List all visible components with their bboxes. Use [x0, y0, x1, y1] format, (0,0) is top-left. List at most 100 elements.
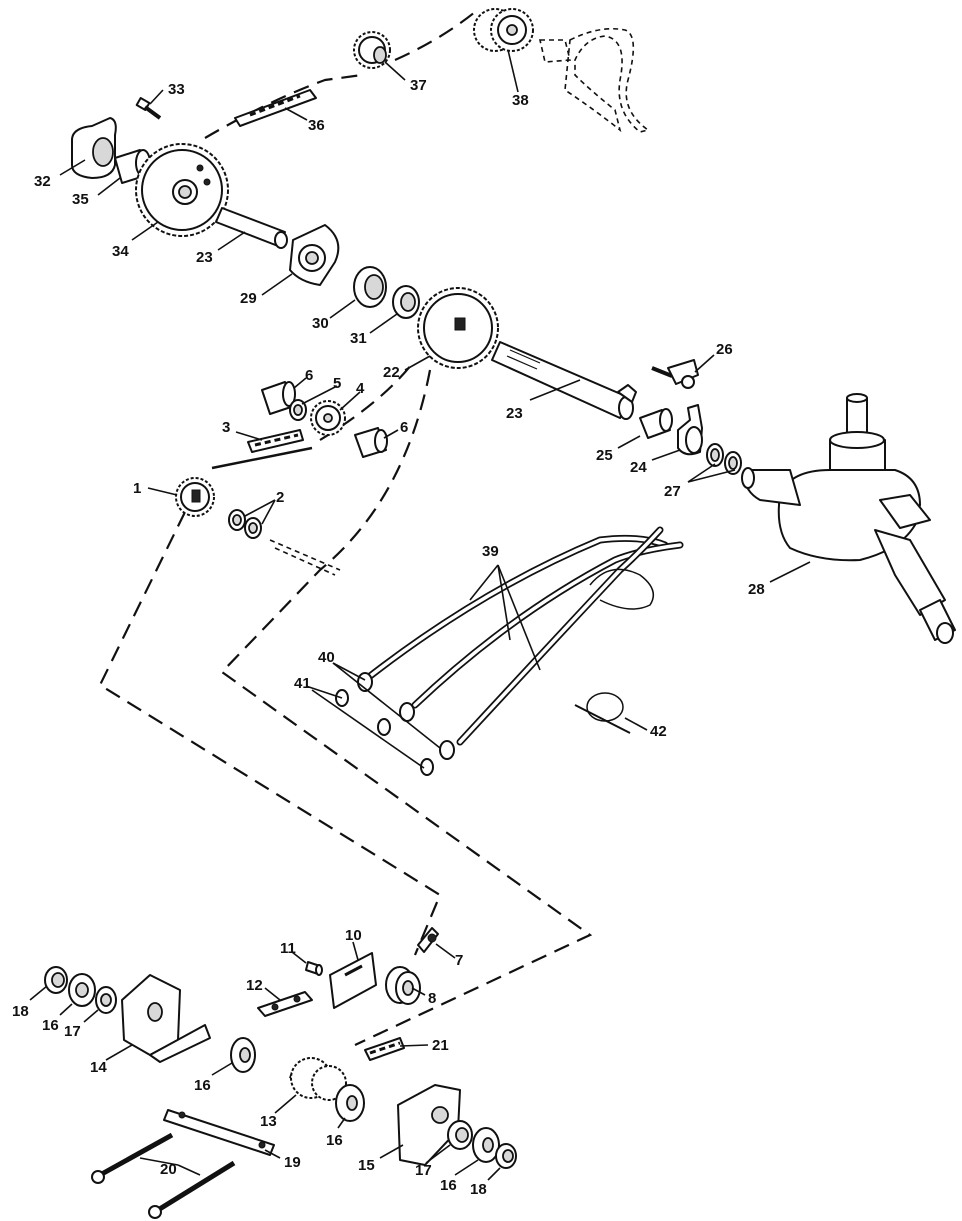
label-23: 23	[506, 405, 523, 422]
bearing-17-right	[447, 1120, 473, 1150]
label-25: 25	[596, 447, 613, 464]
washers-2	[228, 509, 262, 539]
label-40: 40	[318, 649, 335, 666]
label-28: 28	[748, 581, 765, 598]
label-35: 35	[72, 191, 89, 208]
gearbox-28	[741, 393, 956, 644]
label-12: 12	[246, 977, 263, 994]
label-6-lower: 6	[400, 419, 408, 436]
bearing-17-left	[95, 986, 117, 1014]
label-38: 38	[512, 92, 529, 109]
clamp-42	[574, 692, 631, 734]
label-6-upper: 6	[305, 367, 313, 384]
bushing-6-lower	[354, 427, 388, 458]
bushing-25	[639, 408, 673, 439]
label-16-mid: 16	[194, 1077, 211, 1094]
label-8: 8	[428, 990, 436, 1007]
label-2: 2	[276, 489, 284, 506]
sprocket-1	[175, 477, 215, 517]
label-20: 20	[160, 1161, 177, 1178]
label-23-top: 23	[196, 249, 213, 266]
label-22: 22	[383, 364, 400, 381]
label-32: 32	[34, 173, 51, 190]
bracket-26	[651, 359, 699, 389]
bolts-20	[91, 1132, 236, 1219]
sprocket-38	[473, 8, 534, 52]
sprocket-4	[310, 400, 346, 436]
sprocket-37	[353, 31, 391, 69]
shaft-23-top	[215, 207, 288, 249]
bearing-30	[353, 266, 387, 308]
sprocket-13	[289, 1057, 351, 1101]
flange-16-mid	[230, 1037, 256, 1073]
collar-18-left	[44, 966, 68, 994]
flange-16-lower	[335, 1084, 365, 1122]
chain-21	[364, 1037, 405, 1061]
bearing-24	[677, 404, 703, 456]
pin-11	[305, 961, 323, 976]
plate-12	[257, 991, 313, 1017]
chain-path-top	[204, 11, 476, 139]
label-13: 13	[260, 1113, 277, 1130]
label-1: 1	[133, 480, 141, 497]
label-24: 24	[630, 459, 647, 476]
bushing-6-upper	[261, 381, 296, 415]
link-7	[417, 927, 439, 953]
label-27: 27	[664, 483, 681, 500]
chain-36	[234, 89, 317, 127]
label-37: 37	[410, 77, 427, 94]
flange-29	[289, 224, 340, 286]
label-7: 7	[455, 952, 463, 969]
leader-lines	[29, 49, 811, 1181]
collar-18-right	[495, 1143, 517, 1169]
flange-16-right	[472, 1127, 500, 1163]
sprocket-22	[417, 287, 499, 369]
ghost-chain-2	[269, 539, 341, 576]
label-41: 41	[294, 675, 311, 692]
label-19: 19	[284, 1154, 301, 1171]
label-26: 26	[716, 341, 733, 358]
phantom-housing	[538, 27, 650, 133]
chain-path-left	[98, 511, 442, 956]
label-15: 15	[358, 1157, 375, 1174]
label-16-right: 16	[440, 1177, 457, 1194]
flange-16-left	[68, 973, 96, 1007]
shaft-23	[491, 341, 637, 420]
label-17-left: 17	[64, 1023, 81, 1040]
label-42: 42	[650, 723, 667, 740]
label-29: 29	[240, 290, 257, 307]
label-16-lower: 16	[326, 1132, 343, 1149]
label-31: 31	[350, 330, 367, 347]
label-4: 4	[356, 380, 365, 397]
label-30: 30	[312, 315, 329, 332]
strap-19	[163, 1109, 275, 1156]
label-17-right: 17	[415, 1162, 432, 1179]
collar-31	[392, 285, 420, 319]
washer-5	[289, 399, 307, 421]
bolt-33	[135, 97, 162, 120]
bearing-8	[385, 966, 421, 1005]
label-10: 10	[345, 927, 362, 944]
bracket-10	[329, 952, 377, 1009]
label-16-left: 16	[42, 1017, 59, 1034]
label-34: 34	[112, 243, 129, 260]
label-18-right: 18	[470, 1181, 487, 1198]
label-21: 21	[432, 1037, 449, 1054]
sprocket-34	[135, 143, 229, 237]
label-36: 36	[308, 117, 325, 134]
chain-path-right	[220, 369, 593, 1046]
label-18-left: 18	[12, 1003, 29, 1020]
label-3: 3	[222, 419, 230, 436]
label-33: 33	[168, 81, 185, 98]
cables-39	[361, 526, 684, 746]
label-11: 11	[280, 940, 296, 957]
label-14: 14	[90, 1059, 107, 1076]
callout-labels: 33 32 35 34 23 36 37 38 29 30 31 22 6 5 …	[12, 77, 765, 1198]
bracket-14	[121, 974, 211, 1063]
label-5: 5	[333, 375, 341, 392]
washers-27	[706, 443, 742, 475]
bushing-32	[71, 117, 117, 179]
chain-3	[211, 429, 313, 470]
label-39: 39	[482, 543, 499, 560]
